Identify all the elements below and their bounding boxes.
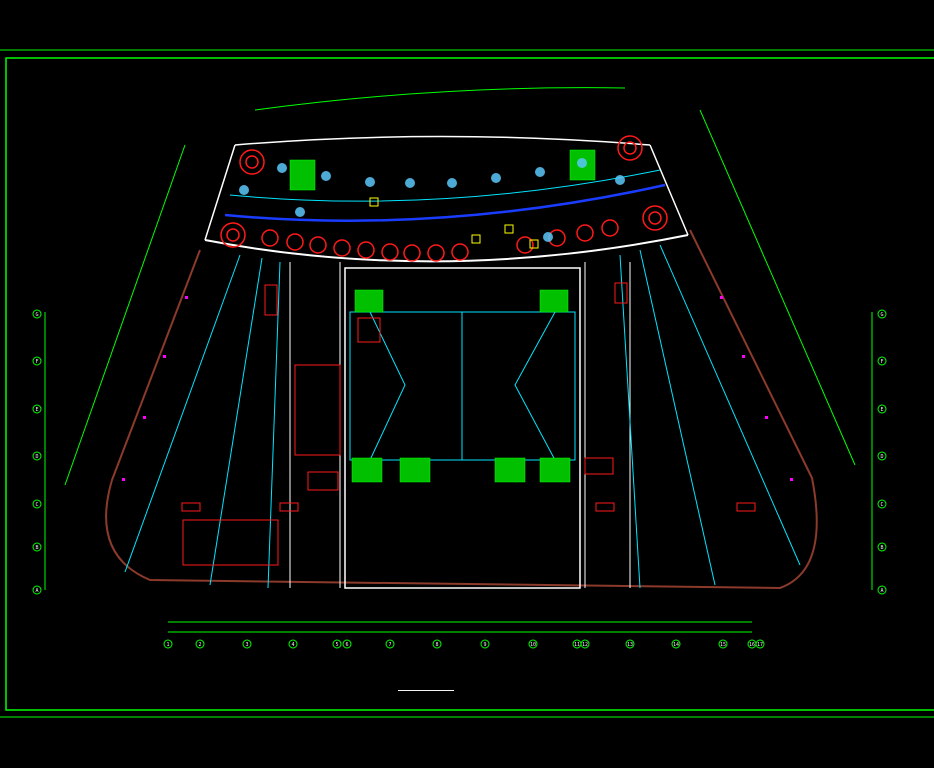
bottom-grid-bubble-17-icon bbox=[755, 639, 765, 649]
bottom-grid-bubble-10-label: 10 bbox=[530, 642, 536, 648]
pipe-diagonal-right-2 bbox=[659, 244, 801, 566]
left-grid-bubble-E-icon bbox=[32, 404, 42, 414]
pipe-diagonal-right-1 bbox=[639, 249, 716, 586]
right-grid-bubble-F-label: F bbox=[880, 359, 883, 365]
bottom-grid-bubble-15-icon bbox=[718, 639, 728, 649]
bottom-grid-bubble-14-icon bbox=[671, 639, 681, 649]
left-grid-bubble-A-icon bbox=[32, 585, 42, 595]
bottom-grid-bubble-4-icon bbox=[288, 639, 298, 649]
bottom-grid-bubble-4-label: 4 bbox=[291, 642, 294, 648]
left-grid-bubble-D-label: D bbox=[35, 454, 38, 460]
right-grid-bubble-A-label: A bbox=[880, 588, 883, 594]
bottom-grid-bubble-11-label: 11 bbox=[574, 642, 580, 648]
right-grid-bubble-D-icon bbox=[877, 451, 887, 461]
right-grid-bubble-G-icon bbox=[877, 309, 887, 319]
right-grid-bubble-G-label: G bbox=[880, 312, 883, 318]
bottom-grid-bubble-1-label: 1 bbox=[166, 642, 169, 648]
sprinkler-marks bbox=[122, 296, 793, 481]
left-grid-bubble-G-icon bbox=[32, 309, 42, 319]
right-grid-bubble-B-icon bbox=[877, 542, 887, 552]
left-slanted-dimension-line bbox=[64, 144, 186, 486]
pipe-diagonal-left-2 bbox=[209, 257, 263, 586]
bottom-grid-bubble-5-icon bbox=[332, 639, 342, 649]
top-wing-right-wall bbox=[649, 144, 689, 236]
bottom-grid-bubble-9-label: 9 bbox=[483, 642, 486, 648]
red-fixtures bbox=[181, 135, 756, 566]
left-grid-bubble-B-icon bbox=[32, 542, 42, 552]
left-grid-bubble-C-icon bbox=[32, 499, 42, 509]
bottom-grid-bubble-5-label: 5 bbox=[335, 642, 338, 648]
bottom-grid-bubble-1-icon bbox=[163, 639, 173, 649]
left-grid-bubble-D-icon bbox=[32, 451, 42, 461]
right-grid-bubble-E-icon bbox=[877, 404, 887, 414]
pipe-diagonal-left-3 bbox=[267, 261, 281, 589]
top-wing-outer-wall bbox=[234, 135, 651, 146]
left-grid-bubble-F-label: F bbox=[35, 359, 38, 365]
bottom-grid-bubble-13-icon bbox=[625, 639, 635, 649]
left-grid-bubble-F-icon bbox=[32, 356, 42, 366]
bottom-grid-bubble-14-label: 14 bbox=[673, 642, 679, 648]
tree-icons bbox=[239, 158, 625, 242]
bottom-grid-bubble-9-icon bbox=[480, 639, 490, 649]
bottom-grid-bubble-2-label: 2 bbox=[198, 642, 201, 648]
pipe-diagonal-left-1 bbox=[124, 254, 241, 573]
bottom-grid-bubble-13-label: 13 bbox=[627, 642, 633, 648]
left-grid-bubble-G-label: G bbox=[35, 312, 38, 318]
bottom-grid-bubble-7-icon bbox=[385, 639, 395, 649]
top-dimension-arc bbox=[254, 87, 626, 111]
bottom-grid-bubble-8-icon bbox=[432, 639, 442, 649]
right-grid-bubble-F-icon bbox=[877, 356, 887, 366]
bottom-grid-bubble-3-icon bbox=[242, 639, 252, 649]
building-outline bbox=[105, 229, 818, 590]
bottom-grid-bubble-8-label: 8 bbox=[435, 642, 438, 648]
top-wing-left-wall bbox=[204, 144, 236, 241]
atrium-left-diamond bbox=[369, 311, 406, 461]
bottom-grid-bubble-6-icon bbox=[342, 639, 352, 649]
right-grid-bubble-E-label: E bbox=[880, 407, 883, 413]
left-grid-bubble-A-label: A bbox=[35, 588, 38, 594]
right-grid-bubble-B-label: B bbox=[880, 545, 883, 551]
left-grid-bubble-C-label: C bbox=[35, 502, 38, 508]
bottom-grid-bubble-10-icon bbox=[528, 639, 538, 649]
bottom-grid-bubble-15-label: 15 bbox=[720, 642, 726, 648]
bottom-grid-bubble-16-label: 16 bbox=[749, 642, 755, 648]
drawing-frame bbox=[5, 57, 934, 711]
central-atrium bbox=[344, 267, 581, 589]
pipe-diagonal-right-3 bbox=[619, 254, 641, 589]
duct-run bbox=[224, 183, 666, 222]
fire-hose-cabinet-icons bbox=[369, 197, 539, 249]
right-grid-bubble-C-icon bbox=[877, 499, 887, 509]
right-slanted-dimension-line bbox=[699, 109, 856, 466]
stair-icons bbox=[289, 149, 596, 483]
bottom-grid-bubble-6-label: 6 bbox=[345, 642, 348, 648]
atrium-right-diamond bbox=[514, 311, 556, 461]
left-grid-bubble-B-label: B bbox=[35, 545, 38, 551]
bottom-grid-bubble-12-icon bbox=[580, 639, 590, 649]
bottom-grid-bubble-12-label: 12 bbox=[582, 642, 588, 648]
corridor-line bbox=[229, 169, 661, 202]
bottom-grid-bubble-2-icon bbox=[195, 639, 205, 649]
left-grid-bubble-E-label: E bbox=[35, 407, 38, 413]
right-grid-bubble-C-label: C bbox=[880, 502, 883, 508]
bottom-grid-bubble-17-label: 17 bbox=[757, 642, 763, 648]
right-grid-bubble-A-icon bbox=[877, 585, 887, 595]
right-grid-bubble-D-label: D bbox=[880, 454, 883, 460]
top-wing-inner-wall bbox=[204, 234, 689, 263]
drawing-title-underline bbox=[398, 690, 454, 691]
bottom-grid-bubble-7-label: 7 bbox=[388, 642, 391, 648]
bottom-grid-bubble-3-label: 3 bbox=[245, 642, 248, 648]
